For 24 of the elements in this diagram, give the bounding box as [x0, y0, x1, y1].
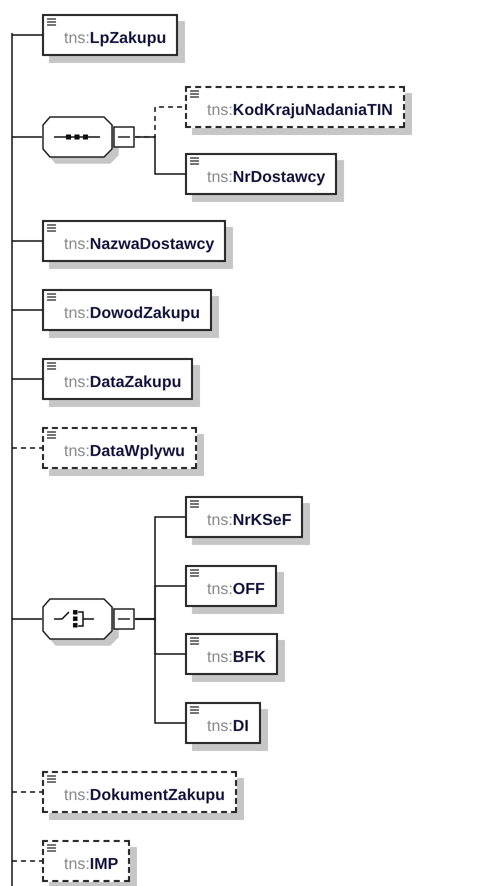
connector-line: [12, 34, 42, 36]
element-name: tns:NrDostawcy: [207, 168, 326, 186]
element-name: tns:DowodZakupu: [64, 304, 200, 322]
connector-line: [12, 618, 42, 620]
element-name: tns:DI: [207, 718, 249, 736]
element-name: tns:BFK: [207, 648, 266, 666]
connector-line: [12, 378, 42, 380]
connector-line: [135, 136, 185, 175]
element-name: tns:DataZakupu: [64, 374, 182, 392]
element-name: tns:NrKSeF: [207, 512, 292, 530]
connector-line: [12, 240, 42, 242]
element-name: tns:IMP: [64, 856, 118, 874]
element-name: tns:KodKrajuNadaniaTIN: [207, 102, 393, 120]
connector-line: [12, 791, 42, 793]
connector-line: [12, 860, 42, 862]
connector-line: [12, 136, 42, 138]
connector-line: [12, 309, 42, 311]
element-name: tns:DataWplywu: [64, 442, 185, 460]
element-name: tns:NazwaDostawcy: [64, 236, 214, 254]
connector-line: [135, 618, 185, 724]
element-name: tns:LpZakupu: [64, 30, 166, 48]
element-name: tns:OFF: [207, 580, 265, 598]
element-name: tns:DokumentZakupu: [64, 786, 225, 804]
connector-line: [12, 447, 42, 449]
